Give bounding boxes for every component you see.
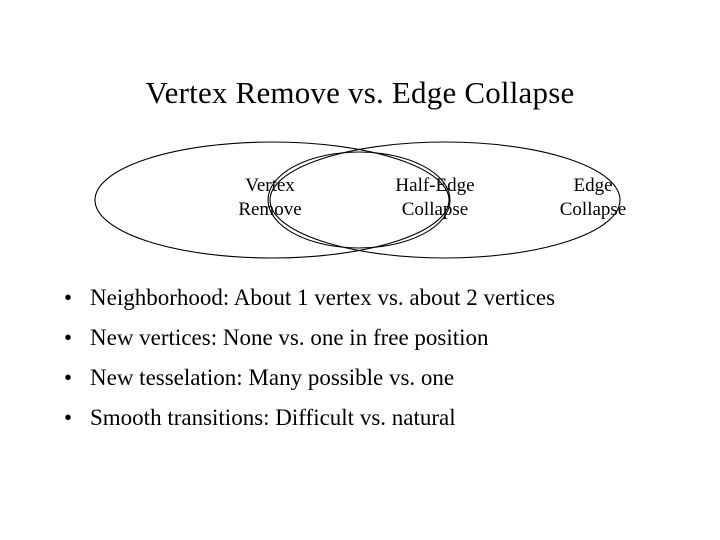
venn-label-line-2: Remove — [238, 199, 302, 220]
bullet-marker-icon: • — [64, 285, 73, 310]
venn-label-line-1: Vertex — [245, 175, 295, 196]
bullet-marker-icon: • — [64, 325, 73, 350]
venn-label-line-1: Edge — [573, 175, 613, 196]
venn-diagram-shapes — [94, 141, 621, 259]
venn-diagram: Vertex Remove Half-Edge Collapse Edge Co… — [80, 130, 640, 270]
venn-ellipse-half-edge-collapse — [267, 151, 451, 249]
list-item: • New vertices: None vs. one in free pos… — [56, 322, 680, 353]
venn-ellipse-edge-collapse — [269, 141, 621, 259]
page-title: Vertex Remove vs. Edge Collapse — [145, 75, 575, 110]
list-item-text: New tesselation: Many possible vs. one — [90, 365, 455, 390]
list-item: • Neighborhood: About 1 vertex vs. about… — [56, 282, 680, 313]
list-item-text: Smooth transitions: Difficult vs. natura… — [90, 405, 456, 430]
list-item-text: Neighborhood: About 1 vertex vs. about 2… — [90, 285, 556, 310]
bullet-list: • Neighborhood: About 1 vertex vs. about… — [56, 282, 680, 433]
venn-region-label-half-edge-collapse: Half-Edge Collapse — [356, 174, 514, 222]
list-item: • New tesselation: Many possible vs. one — [56, 362, 680, 393]
list-item: • Smooth transitions: Difficult vs. natu… — [56, 402, 680, 433]
bullet-marker-icon: • — [64, 365, 73, 390]
venn-ellipse-vertex-remove — [94, 141, 450, 259]
venn-region-label-vertex-remove: Vertex Remove — [190, 174, 350, 222]
venn-label-line-2: Collapse — [401, 199, 469, 220]
list-item-text: New vertices: None vs. one in free posit… — [90, 325, 489, 350]
venn-label-line-2: Collapse — [559, 199, 627, 220]
venn-region-label-edge-collapse: Edge Collapse — [514, 174, 672, 222]
bullet-marker-icon: • — [64, 405, 73, 430]
venn-label-line-1: Half-Edge — [395, 175, 475, 196]
